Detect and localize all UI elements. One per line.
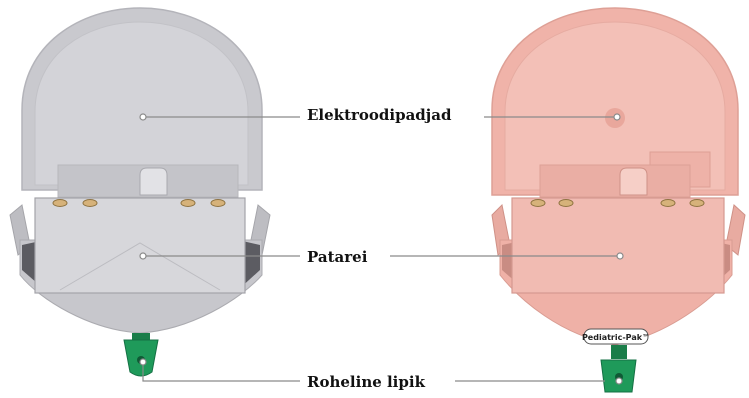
adult-cartridge <box>10 8 270 376</box>
label-green-tab: Roheline lipik <box>307 373 425 391</box>
green-tab-pediatric <box>601 345 636 392</box>
marker-battery-left <box>140 253 146 259</box>
marker-green-tab-left <box>140 359 146 365</box>
green-tab-adult <box>124 333 158 376</box>
pediatric-cartridge: Pediatric-Pak™ <box>492 8 745 392</box>
marker-green-tab-right <box>616 378 622 384</box>
pediatric-pak-badge-text: Pediatric-Pak™ <box>582 333 650 342</box>
pediatric-pak-badge: Pediatric-Pak™ <box>582 329 650 344</box>
marker-electrode-pads-left <box>140 114 146 120</box>
label-electrode-pads: Elektroodipadjad <box>307 106 451 124</box>
label-battery: Patarei <box>307 248 367 266</box>
leader-green-tab-left <box>143 362 300 381</box>
marker-electrode-pads-right <box>614 114 620 120</box>
marker-battery-right <box>617 253 623 259</box>
